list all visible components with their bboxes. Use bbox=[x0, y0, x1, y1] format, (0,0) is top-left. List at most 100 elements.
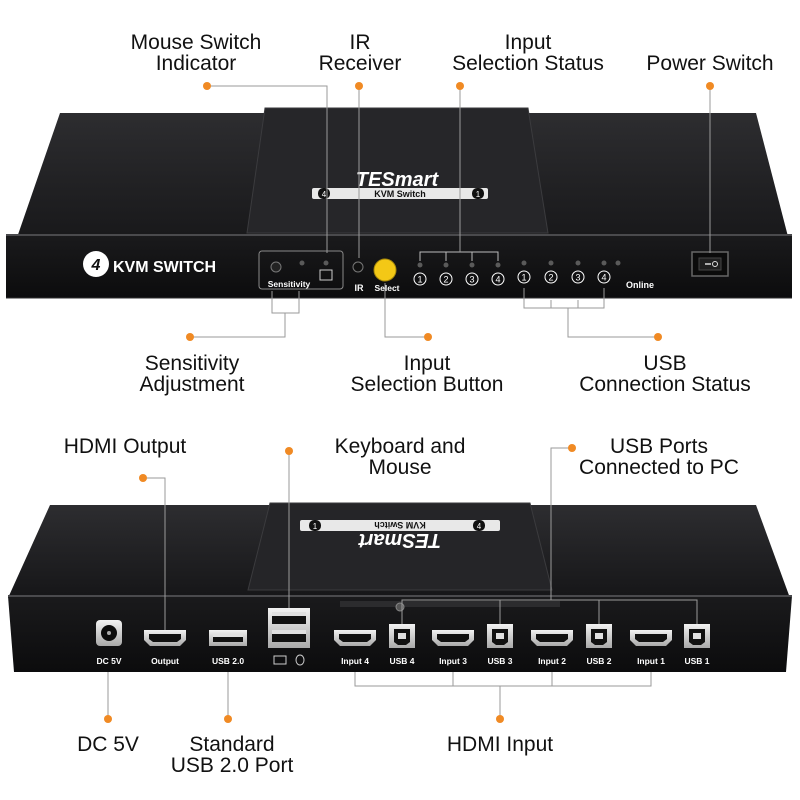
usb-b-3-port[interactable] bbox=[487, 624, 513, 648]
mouse-indicator-led-2 bbox=[323, 260, 329, 266]
front-panel-input-numbers-0-text: 1 bbox=[417, 275, 422, 285]
port-label-input4: Input 4 bbox=[341, 656, 369, 666]
rear-panel-badge-right-number-text: 4 bbox=[477, 522, 482, 531]
callout-ir-receiver: IR Receiver bbox=[308, 32, 412, 74]
port-label-dc: DC 5V bbox=[96, 656, 121, 666]
front-callouts-usb-connection-status-0-text: USB bbox=[643, 352, 687, 375]
front-callouts-usb-connection-status-1-text: Connection Status bbox=[579, 373, 751, 396]
hdmi-input-2-port[interactable] bbox=[531, 630, 573, 646]
front-callouts-ir-receiver-0-text: IR bbox=[349, 31, 371, 54]
port-label-usb2b: USB 2 bbox=[586, 656, 611, 666]
port-label-input3: Input 3 bbox=[439, 656, 467, 666]
front-panel-usb-numbers-2-text: 3 bbox=[575, 273, 580, 283]
front-model-badge: KVM Switch bbox=[374, 189, 426, 199]
rear-panel-badge-left-number-text: 1 bbox=[313, 522, 318, 531]
port-label-usb2: USB 2.0 bbox=[212, 656, 244, 666]
port-label-usb1: USB 1 bbox=[684, 656, 709, 666]
select-button[interactable] bbox=[373, 258, 397, 282]
front-panel-title: KVM SWITCH bbox=[113, 259, 216, 276]
callout-dc-5v: DC 5V bbox=[68, 734, 148, 755]
front-callouts-mouse-switch-indicator-1-text: Indicator bbox=[155, 52, 237, 75]
rear-brand-logo: TESmart bbox=[358, 529, 442, 551]
hdmi-input-3-port[interactable] bbox=[432, 630, 474, 646]
usb-b-4-port[interactable] bbox=[389, 624, 415, 648]
rear-callouts-keyboard-and-mouse-1-text: Mouse bbox=[368, 456, 432, 479]
kvm-logo-icon bbox=[83, 251, 109, 277]
front-callout-dots bbox=[186, 82, 714, 341]
rear-callouts-usb-ports-connected-to-pc-0-text: USB Ports bbox=[609, 435, 709, 458]
sensitivity-label: Sensitivity bbox=[268, 279, 311, 289]
keyboard-icon bbox=[273, 655, 287, 665]
rear-callouts-hdmi-input-0-text: HDMI Input bbox=[446, 733, 554, 756]
rear-callouts-usb-ports-connected-to-pc-1-text: Connected to PC bbox=[579, 456, 739, 479]
ir-receiver-window bbox=[352, 261, 364, 273]
sensitivity-panel bbox=[258, 250, 344, 290]
port-label-output: Output bbox=[151, 656, 179, 666]
front-callouts-sensitivity-adjustment-0-text: Sensitivity bbox=[144, 352, 240, 375]
callout-sensitivity-adjustment: Sensitivity Adjustment bbox=[120, 353, 264, 395]
callout-usb-ports-connected-to-pc: USB Ports Connected to PC bbox=[566, 436, 752, 478]
hdmi-output-port[interactable] bbox=[144, 630, 186, 646]
front-panel-usb-numbers-1-text: 2 bbox=[548, 273, 553, 283]
rear-callouts-hdmi-output-0-text: HDMI Output bbox=[63, 435, 187, 458]
rear-callouts-standard-usb-port-0-text: Standard bbox=[189, 733, 275, 756]
usb-2-port[interactable] bbox=[209, 630, 247, 646]
ir-label: IR bbox=[355, 283, 365, 293]
hdmi-input-1-port[interactable] bbox=[630, 630, 672, 646]
front-panel-input-numbers-3-text: 4 bbox=[495, 275, 500, 285]
usb-connection-leds: 1 2 3 4 bbox=[517, 260, 621, 284]
front-brand-logo: TESmart bbox=[356, 169, 440, 191]
dc-5v-port[interactable] bbox=[96, 620, 122, 646]
port-label-usb3: USB 3 bbox=[487, 656, 512, 666]
rear-callout-dots bbox=[104, 444, 576, 723]
callout-mouse-switch-indicator: Mouse Switch Indicator bbox=[116, 32, 276, 74]
front-panel-input-numbers-2-text: 3 bbox=[469, 275, 474, 285]
front-callouts-input-selection-status-1-text: Selection Status bbox=[452, 52, 604, 75]
callout-power-switch: Power Switch bbox=[636, 53, 784, 74]
front-panel-usb-numbers-3-text: 4 bbox=[601, 273, 606, 283]
front-panel-usb-numbers-0-text: 1 bbox=[521, 273, 526, 283]
port-label-usb4: USB 4 bbox=[389, 656, 414, 666]
front-panel-badge-right-number-text: 1 bbox=[476, 190, 481, 199]
rear-model-badge: KVM Switch bbox=[374, 520, 426, 530]
callout-standard-usb-port: Standard USB 2.0 Port bbox=[160, 734, 304, 776]
callout-usb-connection-status: USB Connection Status bbox=[566, 353, 764, 395]
front-panel-panel-title-number-text: 4 bbox=[91, 257, 101, 274]
rear-callouts-keyboard-and-mouse-0-text: Keyboard and bbox=[334, 435, 466, 458]
callout-hdmi-output: HDMI Output bbox=[50, 436, 200, 457]
sensitivity-knob[interactable] bbox=[270, 261, 282, 273]
usb-b-1-port[interactable] bbox=[684, 624, 710, 648]
front-callouts-sensitivity-adjustment-1-text: Adjustment bbox=[139, 373, 245, 396]
front-callouts-input-selection-status-0-text: Input bbox=[504, 31, 552, 54]
front-callouts-input-selection-button-0-text: Input bbox=[403, 352, 451, 375]
front-panel-badge-left-number-text: 4 bbox=[322, 190, 327, 199]
front-unit: TESmart KVM Switch 4 1 4 KVM SWITCH Sens… bbox=[6, 107, 792, 299]
front-callouts-input-selection-button-1-text: Selection Button bbox=[350, 373, 504, 396]
rear-brand-badge: KVM Switch 1 4 TESmart bbox=[300, 520, 500, 551]
select-label: Select bbox=[374, 283, 399, 293]
port-label-input2: Input 2 bbox=[538, 656, 566, 666]
callout-hdmi-input: HDMI Input bbox=[430, 734, 570, 755]
front-leader-lines bbox=[190, 85, 711, 338]
hdmi-input-4-port[interactable] bbox=[334, 630, 376, 646]
rear-unit: KVM Switch 1 4 TESmart DC 5V Output bbox=[8, 502, 792, 672]
rear-callouts-dc-5v-0-text: DC 5V bbox=[77, 733, 139, 756]
rear-leader-lines bbox=[107, 447, 698, 719]
mouse-icon bbox=[295, 654, 305, 666]
rear-callouts-standard-usb-port-1-text: USB 2.0 Port bbox=[170, 754, 294, 777]
keyboard-mouse-usb-ports[interactable] bbox=[268, 608, 310, 648]
usb-b-2-port[interactable] bbox=[586, 624, 612, 648]
front-callouts-mouse-switch-indicator-0-text: Mouse Switch bbox=[130, 31, 262, 54]
input-selection-leds: 1 2 3 4 bbox=[413, 262, 505, 286]
port-label-input1: Input 1 bbox=[637, 656, 665, 666]
mouse-switch-icon bbox=[319, 269, 333, 281]
front-callouts-power-switch-0-text: Power Switch bbox=[646, 52, 774, 75]
front-panel-input-numbers-1-text: 2 bbox=[443, 275, 448, 285]
front-callouts-ir-receiver-1-text: Receiver bbox=[318, 52, 402, 75]
callout-keyboard-and-mouse: Keyboard and Mouse bbox=[320, 436, 480, 478]
callout-input-selection-status: Input Selection Status bbox=[440, 32, 616, 74]
mouse-indicator-led-1 bbox=[299, 260, 305, 266]
callout-input-selection-button: Input Selection Button bbox=[336, 353, 518, 395]
online-label: Online bbox=[626, 280, 654, 290]
